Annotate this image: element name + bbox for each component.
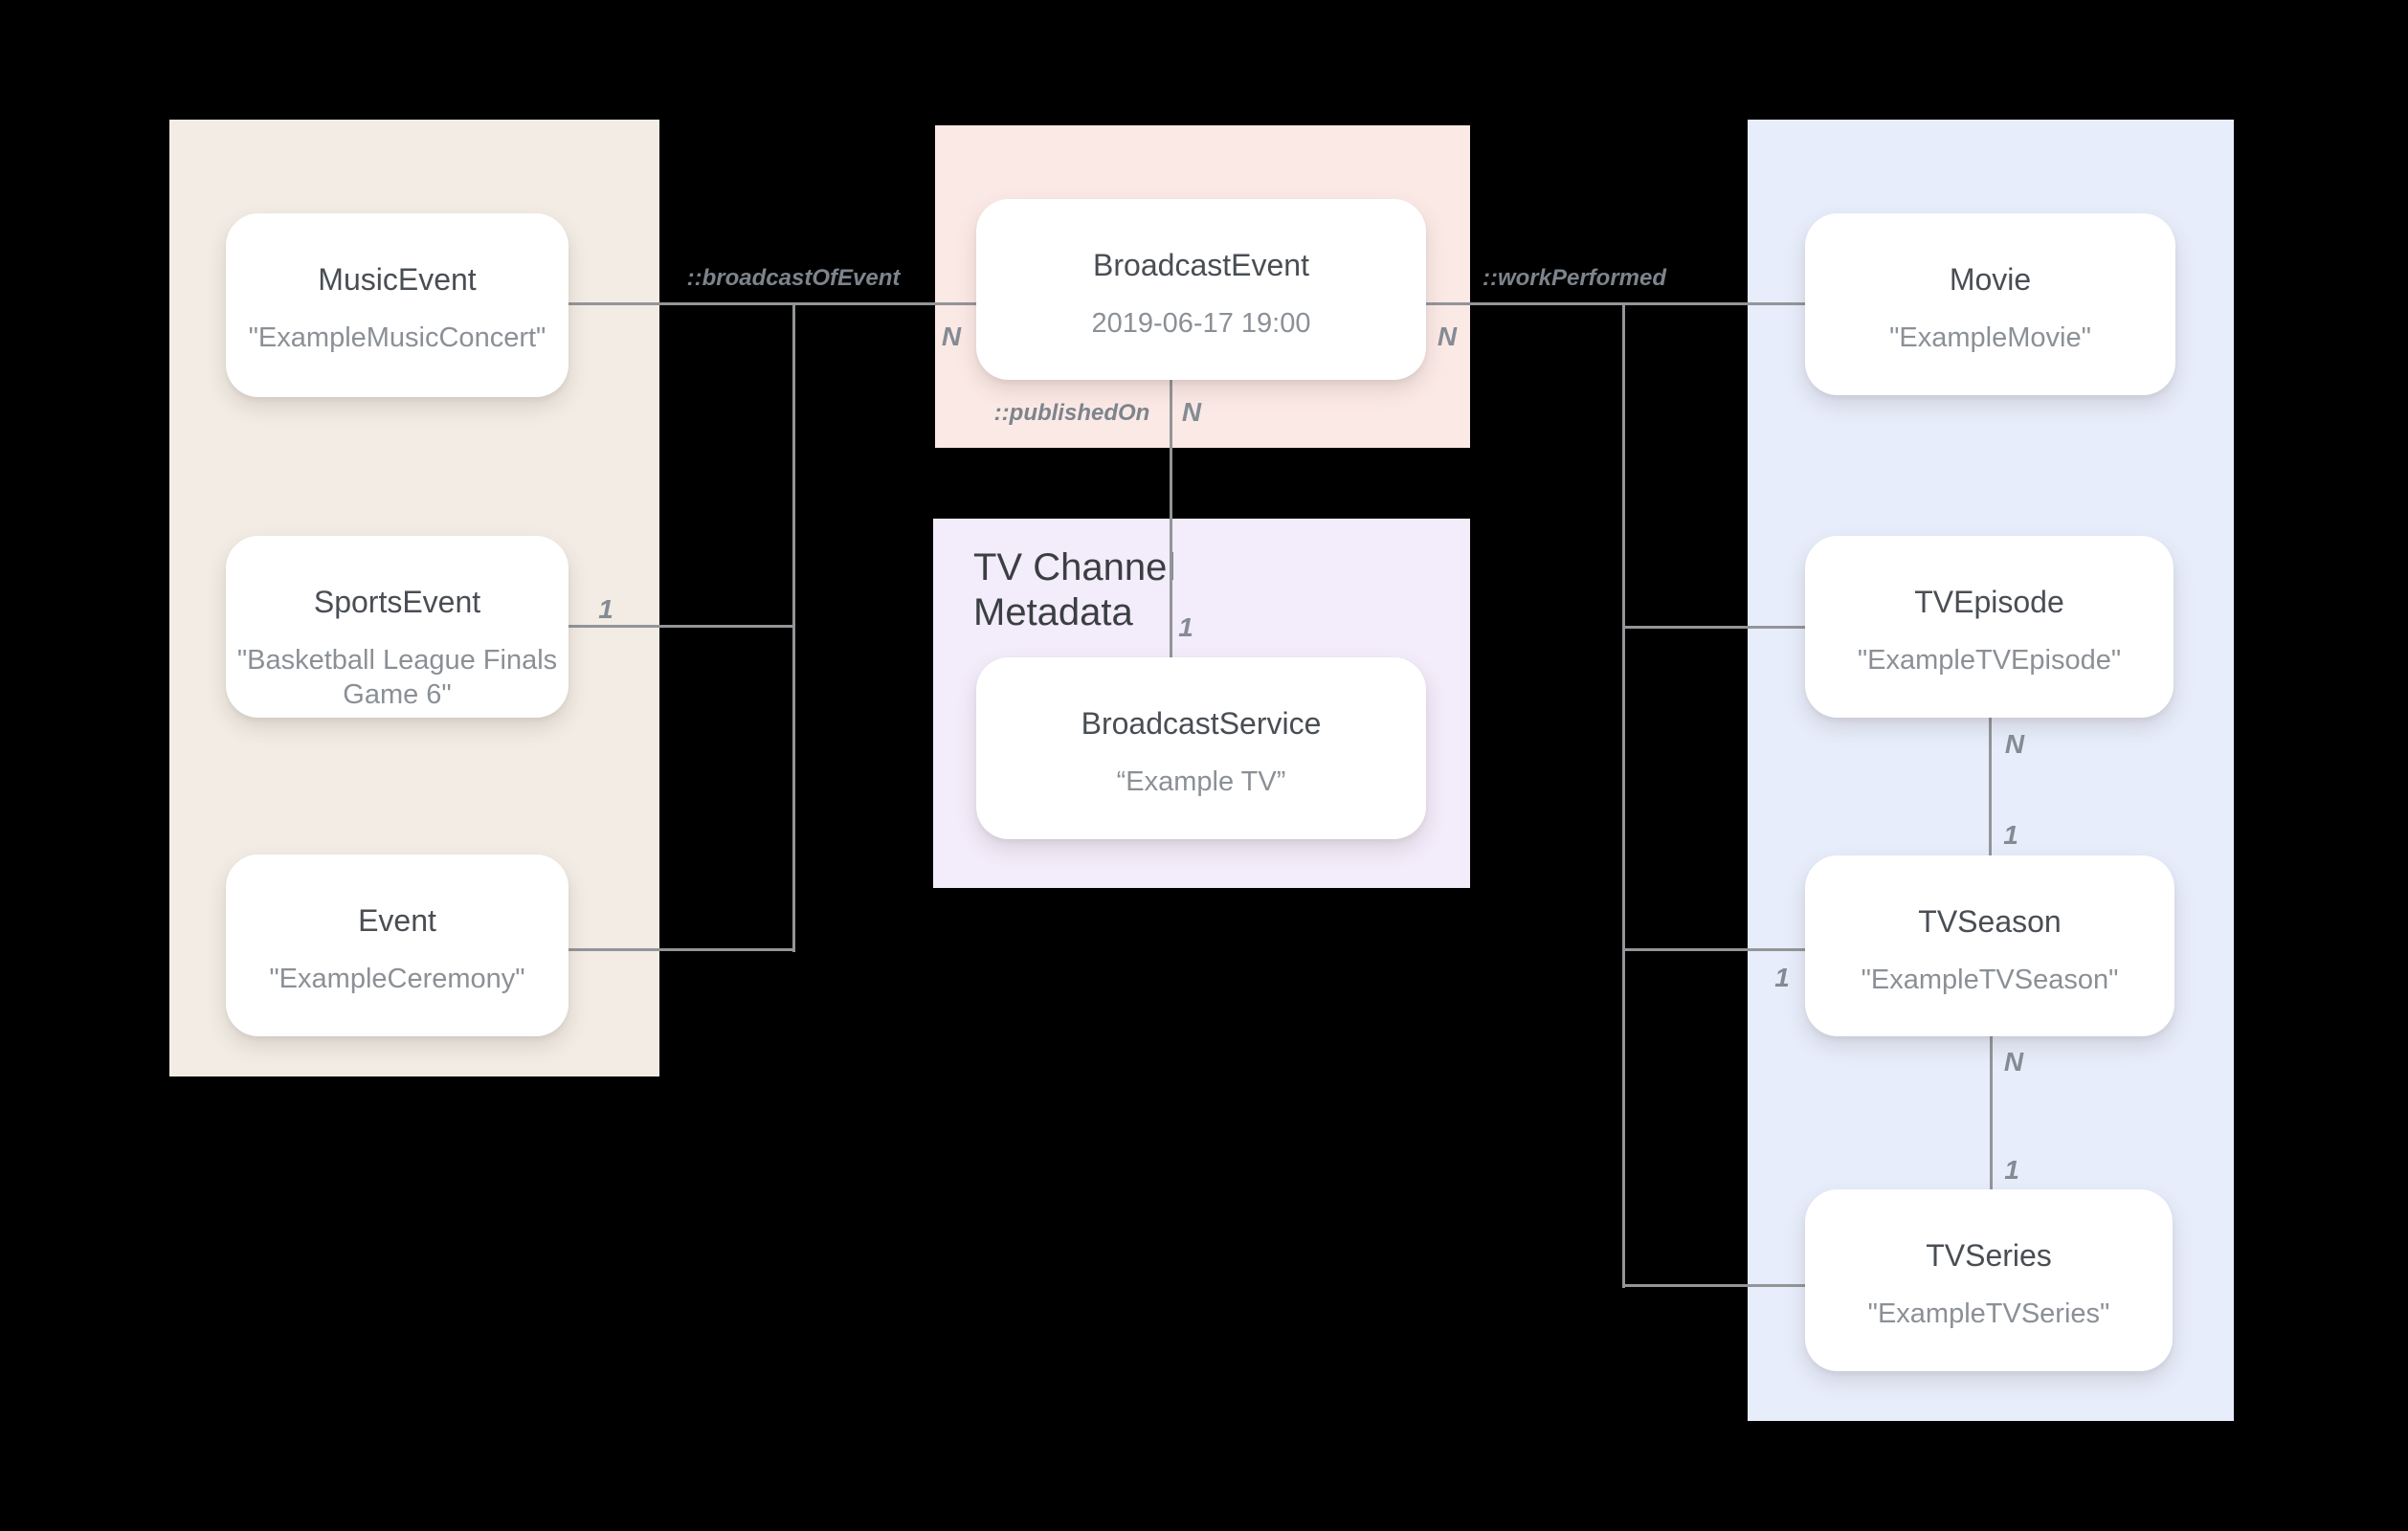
node-tv-season: TVSeason "ExampleTVSeason" xyxy=(1805,855,2174,1036)
cardinality-publishedon-one: 1 xyxy=(1178,612,1193,642)
node-event: Event "ExampleCeremony" xyxy=(226,854,569,1036)
cardinality-season-series-one: 1 xyxy=(2004,1155,2019,1185)
node-value-label: "ExampleMovie" xyxy=(1889,322,2091,353)
connector-publishedon xyxy=(1170,380,1172,657)
edge-label-work-performed: ::workPerformed xyxy=(1482,265,1667,291)
connector-right-trunk xyxy=(1622,302,1625,1288)
node-type-label: BroadcastService xyxy=(1081,706,1322,741)
node-music-event: MusicEvent "ExampleMusicConcert" xyxy=(226,213,569,397)
node-value-label: "ExampleCeremony" xyxy=(269,964,525,994)
node-value-label: “Example TV” xyxy=(1116,766,1286,797)
node-broadcast-service: BroadcastService “Example TV” xyxy=(976,657,1426,839)
connector-tvseries-branch xyxy=(1622,1284,1805,1287)
cardinality-episode-season-one: 1 xyxy=(2003,820,2018,850)
node-value-label: "ExampleTVSeason" xyxy=(1861,965,2119,995)
node-broadcast-event: BroadcastEvent 2019-06-17 19:00 xyxy=(976,199,1426,380)
node-tv-episode: TVEpisode "ExampleTVEpisode" xyxy=(1805,536,2174,718)
node-type-label: TVEpisode xyxy=(1914,585,2064,619)
connector-tvepisode-branch xyxy=(1622,626,1805,629)
cardinality-workperformed-n: N xyxy=(1437,322,1458,351)
cardinality-episode-season-n: N xyxy=(2004,729,2025,759)
node-sports-event: SportsEvent "Basketball League Finals Ga… xyxy=(226,536,569,718)
panel-title-tv-channel-metadata: TV Channel Metadata xyxy=(973,546,1176,633)
node-type-label: SportsEvent xyxy=(313,585,481,619)
node-value-label: "Basketball League Finals Game 6" xyxy=(236,645,558,710)
connector-tvepisode-tvseason xyxy=(1989,718,1992,855)
cardinality-sportsevent-one: 1 xyxy=(598,594,613,624)
cardinality-tvseason-left-one: 1 xyxy=(1774,963,1790,992)
node-type-label: Event xyxy=(358,903,436,938)
node-type-label: TVSeries xyxy=(1926,1238,2052,1273)
connector-tvseason-tvseries xyxy=(1990,1036,1993,1189)
node-value-label: "ExampleTVEpisode" xyxy=(1857,645,2122,676)
connector-tvseason-branch xyxy=(1622,948,1805,951)
node-value-label: "ExampleTVSeries" xyxy=(1867,1298,2110,1329)
edge-label-broadcast-of-event: ::broadcastOfEvent xyxy=(686,265,901,291)
node-type-label: BroadcastEvent xyxy=(1093,248,1309,282)
node-type-label: MusicEvent xyxy=(318,262,477,297)
node-type-label: Movie xyxy=(1949,262,2032,297)
connector-event-branch xyxy=(569,948,795,951)
node-type-label: TVSeason xyxy=(1918,904,2062,939)
edge-label-published-on: ::publishedOn xyxy=(993,400,1150,426)
node-movie: Movie "ExampleMovie" xyxy=(1805,213,2175,395)
connector-broadcastevent-movie xyxy=(1426,302,1805,305)
cardinality-publishedon-n: N xyxy=(1181,397,1202,427)
connector-sportsevent-branch xyxy=(569,625,795,628)
cardinality-season-series-n: N xyxy=(2003,1047,2024,1076)
cardinality-broadcastevent-left-n: N xyxy=(941,322,962,351)
node-value-label: "ExampleMusicConcert" xyxy=(248,322,546,353)
node-tv-series: TVSeries "ExampleTVSeries" xyxy=(1805,1189,2173,1371)
connector-musicevent-broadcastevent xyxy=(569,302,976,305)
node-value-label: 2019-06-17 19:00 xyxy=(1091,308,1311,339)
